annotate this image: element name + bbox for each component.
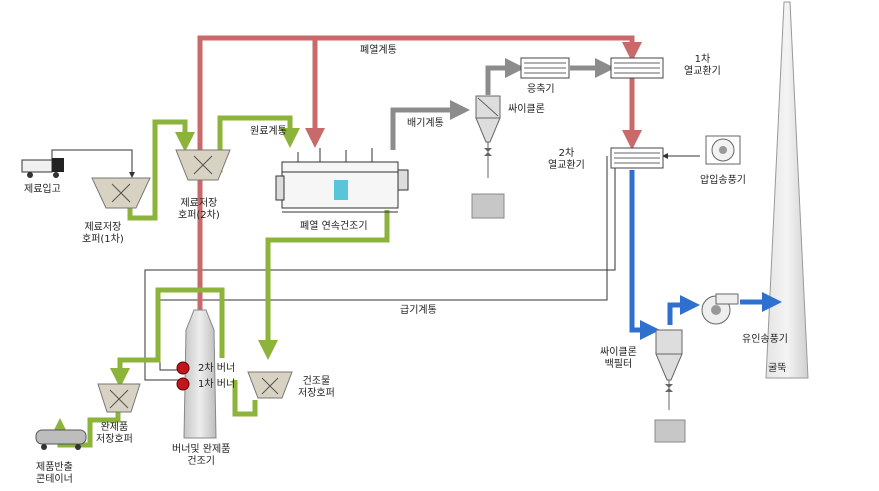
hopper1-label: 제료저장 호퍼(1차): [82, 222, 124, 245]
raw-material-line-label: 원료계통: [250, 126, 287, 137]
exhaust-line: [390, 58, 615, 150]
burner2-label: 2차 버너: [198, 363, 236, 374]
hx1-label: 1차 열교환기: [684, 54, 721, 77]
induced-fan-label: 유인송풍기: [742, 334, 788, 345]
hx1-equipment: [610, 57, 664, 79]
hopper2-equipment: [175, 149, 231, 181]
dryer-label: 폐열 연속건조기: [300, 221, 368, 232]
condenser-equipment: [520, 57, 570, 79]
product-container-label: 제품반출 콘테이너: [36, 462, 73, 485]
product-hopper-label: 완제품 저장호퍼: [96, 422, 133, 445]
burner1-label: 1차 버너: [198, 379, 236, 390]
product-hopper-equipment: [97, 383, 141, 413]
hx2-label: 2차 열교환기: [548, 148, 585, 171]
dryer-equipment: [275, 148, 409, 213]
supply-fan-equipment: [705, 135, 741, 165]
truck-icon: [21, 158, 64, 178]
dried-hopper-label: 건조물 저장호퍼: [298, 376, 335, 399]
condenser-label: 응축기: [527, 84, 555, 95]
waste-heat-line-label: 폐열계통: [360, 45, 397, 56]
waste-heat-line: [197, 35, 642, 310]
hx2-equipment: [610, 147, 664, 169]
cyclone-top-label: 싸이클론: [508, 104, 545, 115]
hopper1-equipment: [91, 177, 151, 209]
burner-dryer-label: 버너및 완제품 건조기: [172, 444, 231, 467]
chimney-label: 굴뚝: [768, 363, 787, 374]
dried-hopper-equipment: [247, 371, 293, 399]
clean-air-line: [629, 170, 782, 340]
raw-input-label: 제료입고: [24, 184, 61, 195]
supply-fan-label: 압입송풍기: [700, 175, 746, 186]
induced-fan-equipment: [701, 293, 739, 325]
cyclone-bag-equipment: [654, 329, 686, 443]
cyclone-bag-label: 싸이클론 백필터: [600, 347, 637, 370]
container-icon: [35, 429, 87, 450]
exhaust-line-label: 배기계통: [407, 118, 444, 129]
hopper2-label: 제료저장 호퍼(2차): [178, 198, 220, 221]
air-supply-line-label: 급기계통: [400, 305, 437, 316]
chimney: [765, 1, 809, 379]
cyclone-top-equipment: [471, 95, 505, 219]
burner-furnace-equipment: [176, 309, 217, 439]
